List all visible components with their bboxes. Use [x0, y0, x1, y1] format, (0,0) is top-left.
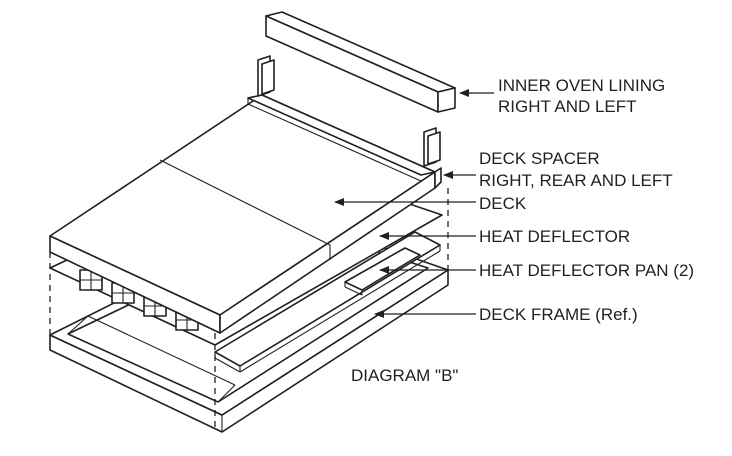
leader-lines: [334, 89, 494, 318]
deck-spacer-label-2: RIGHT, REAR AND LEFT: [479, 171, 673, 190]
heat-deflector-pan-label: HEAT DEFLECTOR PAN (2): [479, 261, 694, 280]
left-lining-bracket: [257, 55, 275, 97]
deck-spacer-label-1: DECK SPACER: [479, 149, 600, 168]
diagram-caption: DIAGRAM "B": [351, 366, 458, 385]
heat-deflector-label: HEAT DEFLECTOR: [479, 227, 630, 246]
deck-frame-label: DECK FRAME (Ref.): [479, 305, 638, 324]
inner-oven-lining-label-1: INNER OVEN LINING: [498, 76, 665, 95]
deck-label: DECK: [479, 194, 527, 213]
right-lining-bracket: [423, 127, 441, 167]
callout-labels: INNER OVEN LINING RIGHT AND LEFT DECK SP…: [351, 76, 694, 385]
inner-oven-lining-label-2: RIGHT AND LEFT: [498, 97, 637, 116]
inner-oven-lining-part: [257, 11, 456, 167]
